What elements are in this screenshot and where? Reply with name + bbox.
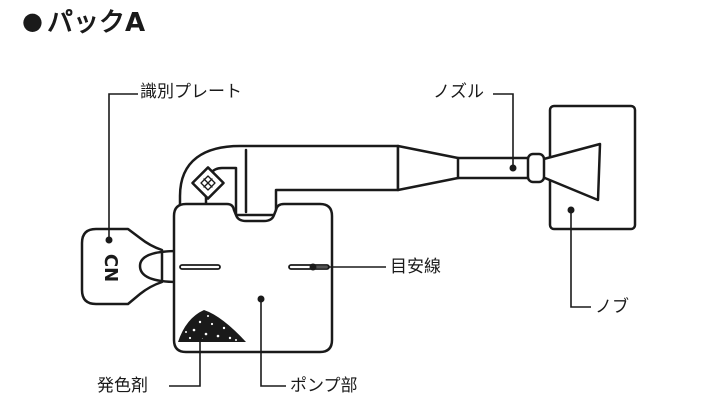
leader-dot-id-plate: [105, 236, 113, 244]
diamond-pattern-icon: [191, 166, 225, 200]
label-pump: ポンプ部: [290, 376, 358, 396]
id-plate: [80, 227, 164, 306]
figure-title-text: パックA: [46, 8, 146, 38]
guide-line-left: [179, 264, 221, 270]
leader-dot-reagent: [196, 332, 204, 340]
leader-dot-nozzle: [509, 164, 517, 172]
leader-id-plate: [108, 93, 138, 240]
title-bullet-icon: ●: [22, 6, 43, 35]
label-nozzle: ノズル: [433, 82, 484, 102]
label-knob: ノブ: [595, 297, 629, 317]
leader-reagent: [169, 336, 201, 387]
leader-nozzle: [493, 93, 514, 168]
leader-pump: [260, 299, 286, 387]
nozzle-collar: [526, 152, 546, 184]
label-reagent: 発色剤: [97, 376, 148, 396]
leader-knob: [570, 210, 591, 308]
reagent-granules: [178, 310, 246, 342]
plate-neck-curve: [138, 249, 180, 284]
leader-dot-pump: [257, 295, 265, 303]
label-guide-line: 目安線: [390, 257, 441, 277]
label-id-plate: 識別プレート: [140, 82, 242, 102]
leader-dot-guide-line: [309, 263, 317, 271]
leader-dot-knob: [567, 206, 575, 214]
id-plate-text: CN: [100, 254, 121, 282]
figure-title: ● パックA: [22, 2, 145, 39]
